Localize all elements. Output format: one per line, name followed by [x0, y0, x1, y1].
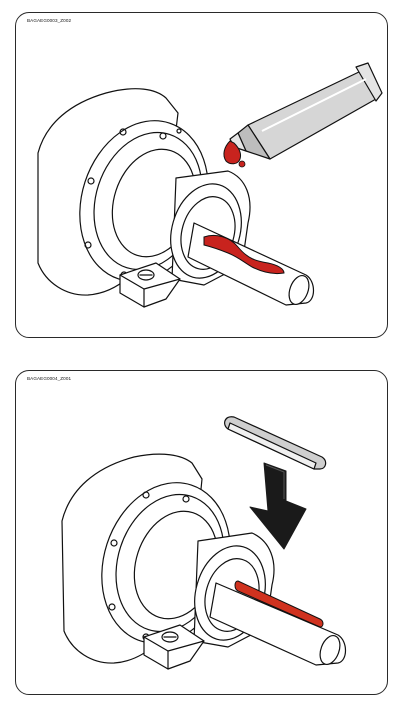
grease-drop-icon [223, 140, 241, 165]
down-arrow-icon [249, 462, 307, 550]
figure-code: BAGAEG0004_Z001 [27, 376, 72, 381]
grease-smear [203, 234, 285, 274]
keyway-grease [234, 580, 324, 628]
assembly-illustration [37, 62, 383, 308]
mounting-foot [143, 624, 205, 670]
figure-code: BAGAEG0003_Z002 [27, 18, 72, 23]
feather-key-icon [224, 416, 327, 470]
diagram-panel-apply-grease: BAGAEG0003_Z002 [15, 12, 388, 338]
diagram-panel-insert-key: BAGAEG0004_Z001 [15, 370, 388, 695]
grease-tube-icon [229, 62, 383, 160]
assembly-illustration [61, 416, 347, 670]
mounting-foot [119, 262, 181, 308]
motor-shaft [209, 582, 347, 666]
